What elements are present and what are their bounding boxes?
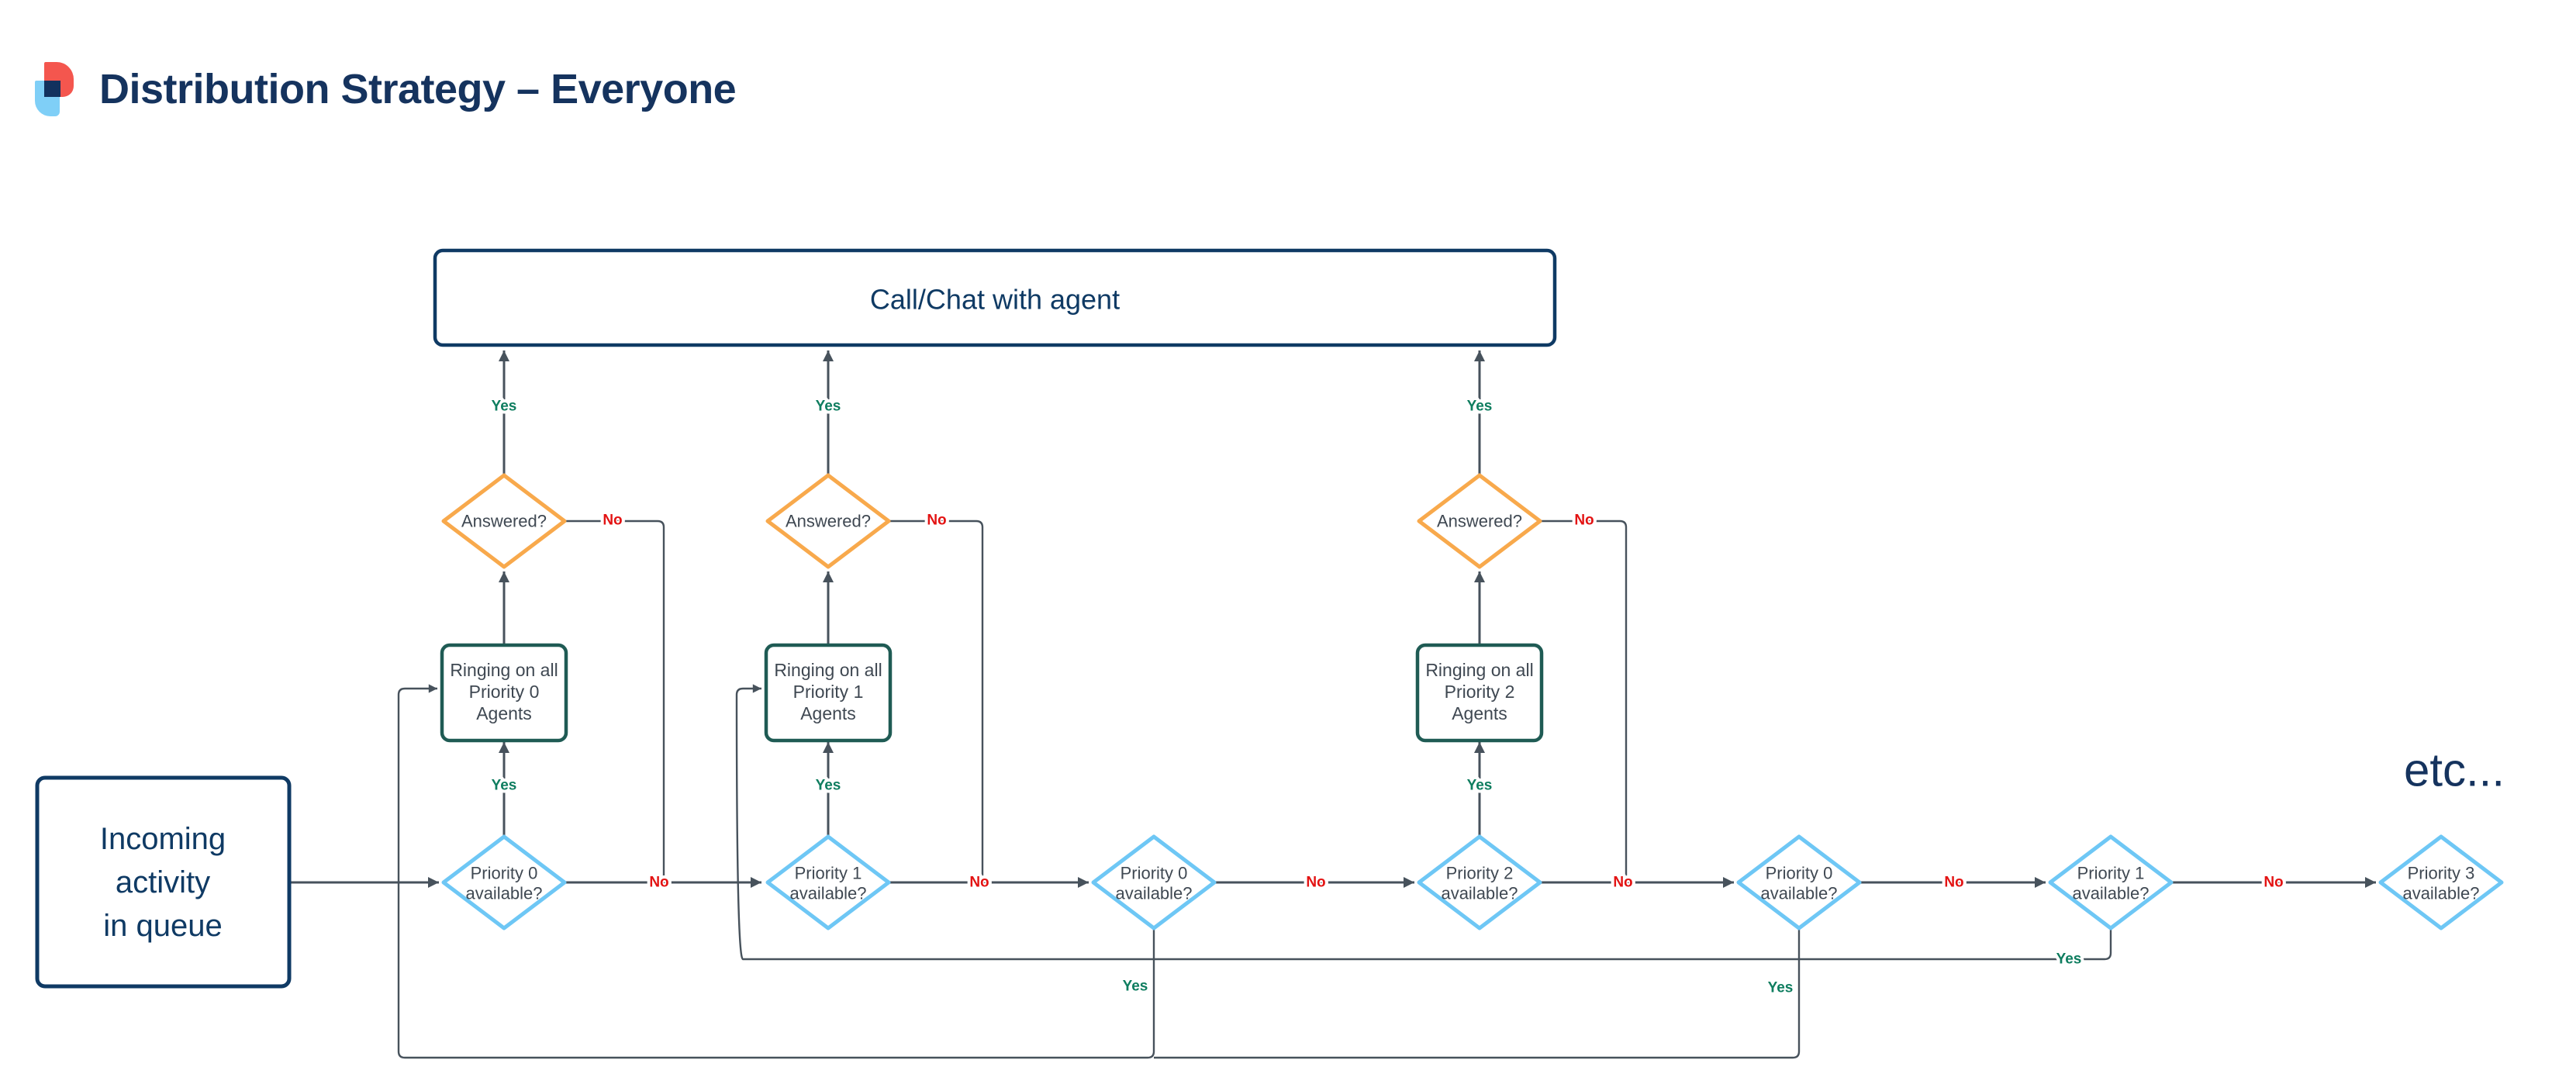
brand-logo-icon (35, 60, 75, 118)
node-ringing-1: Ringing on all Priority 0 Agents (440, 643, 568, 743)
etc-label: etc... (2404, 744, 2505, 796)
logo-overlap-shape (44, 81, 60, 97)
ringing-3-line-1: Ringing on all (1425, 660, 1533, 680)
node-priority-2: Priority 1 available? (765, 834, 891, 930)
priority-3-diamond (1091, 834, 1217, 930)
call-chat-label: Call/Chat with agent (870, 284, 1120, 316)
label-no-row-5: No (1944, 875, 1963, 891)
ringing-2-box (764, 643, 893, 743)
priority-5-line-1: Priority 0 (1766, 864, 1833, 883)
label-no-answered2: No (927, 513, 946, 529)
priority-4-diamond (1417, 834, 1542, 930)
edge-priority3-yes-loop-to-ringing1 (397, 684, 1155, 1059)
priority-6-line-2: available? (2072, 884, 2149, 903)
ringing-2-line-1: Ringing on all (774, 660, 882, 680)
priority-4-line-1: Priority 2 (1446, 864, 1514, 883)
answered-2-label: Answered? (786, 512, 871, 531)
ringing-1-box (440, 643, 568, 743)
incoming-line-3: in queue (103, 909, 222, 943)
label-yes-priority5-loop: Yes (1768, 980, 1794, 996)
label-yes-answered1: Yes (492, 399, 517, 415)
node-call-chat: Call/Chat with agent (433, 248, 1557, 347)
priority-6-diamond (2048, 834, 2174, 930)
label-no-row-3: No (1306, 875, 1325, 891)
label-yes-priority3-loop: Yes (1123, 979, 1148, 995)
incoming-line-2: activity (116, 865, 210, 899)
edge-labels: Yes Yes Yes Yes Yes Yes Yes Yes Yes No N… (489, 395, 2287, 1000)
label-yes-priority2: Yes (816, 778, 841, 794)
answered-2-diamond (765, 473, 891, 569)
priority-7-line-1: Priority 3 (2408, 864, 2475, 883)
ringing-3-line-2: Priority 2 (1445, 682, 1515, 702)
priority-7-diamond (2378, 834, 2504, 930)
answered-3-diamond (1417, 473, 1542, 569)
node-priority-3: Priority 0 available? (1091, 834, 1217, 930)
edges (289, 350, 2376, 1059)
edge-answered1-no-drop (565, 520, 665, 881)
label-no-row-1: No (649, 875, 668, 891)
answered-1-diamond (441, 473, 567, 569)
node-priority-6: Priority 1 available? (2048, 834, 2174, 930)
label-no-row-6: No (2263, 875, 2283, 891)
node-incoming-activity: Incoming activity in queue (35, 775, 292, 989)
node-answered-1: Answered? (441, 473, 567, 569)
incoming-box (35, 775, 292, 989)
priority-2-diamond (765, 834, 891, 930)
ringing-1-line-1: Ringing on all (450, 660, 558, 680)
answered-1-label: Answered? (461, 512, 547, 531)
label-yes-priority6-loop: Yes (2056, 951, 2082, 968)
ringing-3-line-3: Agents (1452, 703, 1507, 723)
call-chat-box (433, 248, 1557, 347)
node-answered-3: Answered? (1417, 473, 1542, 569)
node-priority-5: Priority 0 available? (1736, 834, 1862, 930)
priority-1-line-2: available? (465, 884, 542, 903)
page-title: Distribution Strategy – Everyone (99, 66, 737, 112)
label-yes-priority1: Yes (492, 778, 517, 794)
priority-3-line-1: Priority 0 (1121, 864, 1188, 883)
node-answered-2: Answered? (765, 473, 891, 569)
label-yes-answered2: Yes (816, 399, 841, 415)
priority-7-line-2: available? (2402, 884, 2479, 903)
label-no-answered3: No (1574, 513, 1594, 529)
priority-1-diamond (441, 834, 567, 930)
node-priority-4: Priority 2 available? (1417, 834, 1542, 930)
ringing-2-line-3: Agents (800, 703, 856, 723)
priority-4-line-2: available? (1441, 884, 1518, 903)
priority-2-line-2: available? (789, 884, 866, 903)
ringing-1-line-2: Priority 0 (469, 682, 540, 702)
node-ringing-2: Ringing on all Priority 1 Agents (764, 643, 893, 743)
ringing-1-line-3: Agents (476, 703, 532, 723)
node-priority-7: Priority 3 available? (2378, 834, 2504, 930)
page-header: Distribution Strategy – Everyone (0, 0, 2576, 132)
priority-2-line-1: Priority 1 (795, 864, 862, 883)
node-ringing-3: Ringing on all Priority 2 Agents (1415, 643, 1544, 743)
priority-5-line-2: available? (1760, 884, 1837, 903)
label-yes-priority4: Yes (1467, 778, 1493, 794)
edge-answered2-no-drop (889, 520, 984, 881)
ringing-3-box (1415, 643, 1544, 743)
priority-1-line-1: Priority 0 (471, 864, 538, 883)
edge-priority6-yes-loop-to-ringing2 (735, 684, 2112, 961)
label-no-row-2: No (969, 875, 989, 891)
priority-3-line-2: available? (1115, 884, 1192, 903)
answered-3-label: Answered? (1437, 512, 1522, 531)
edge-answered3-no-drop (1540, 520, 1628, 881)
priority-5-diamond (1736, 834, 1862, 930)
label-yes-answered3: Yes (1467, 399, 1493, 415)
node-priority-1: Priority 0 available? (441, 834, 567, 930)
ringing-2-line-2: Priority 1 (793, 682, 864, 702)
label-no-answered1: No (603, 513, 622, 529)
edge-priority5-yes-loop (1154, 928, 1801, 1059)
priority-6-line-1: Priority 1 (2077, 864, 2145, 883)
label-no-row-4: No (1613, 875, 1632, 891)
incoming-line-1: Incoming (100, 822, 226, 856)
